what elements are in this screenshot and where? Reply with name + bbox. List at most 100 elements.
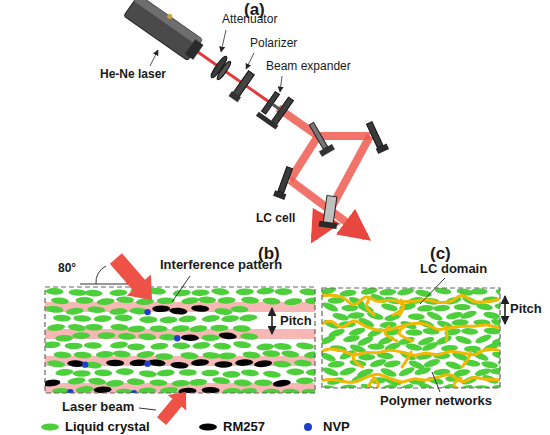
polymer-network-schematic xyxy=(318,278,520,395)
molecule xyxy=(263,370,282,379)
molecule xyxy=(94,315,112,323)
molecule xyxy=(172,342,190,349)
molecule xyxy=(383,359,401,368)
polymer-strand xyxy=(446,326,447,341)
molecule xyxy=(421,340,439,352)
molecule xyxy=(202,387,220,393)
molecule xyxy=(160,386,178,393)
molecule xyxy=(97,332,115,339)
molecule xyxy=(73,370,91,377)
molecule xyxy=(281,350,300,359)
molecule xyxy=(284,297,303,306)
molecule xyxy=(282,388,301,393)
molecule xyxy=(445,360,463,371)
molecule xyxy=(192,341,211,349)
leader-line xyxy=(139,408,156,410)
molecule xyxy=(459,309,477,320)
molecule xyxy=(87,306,105,313)
molecule xyxy=(241,369,259,377)
beam-path xyxy=(318,132,370,140)
molecule xyxy=(73,315,91,322)
molecule xyxy=(65,307,84,316)
molecule xyxy=(304,351,315,360)
molecule xyxy=(152,305,170,312)
molecule xyxy=(322,351,337,363)
molecule xyxy=(483,311,500,321)
angle-label: 80° xyxy=(58,262,76,276)
dimension-label: Pitch xyxy=(278,314,314,329)
legend-swatch xyxy=(298,422,318,432)
laser-arrow xyxy=(104,248,164,311)
molecule-layer xyxy=(45,287,315,393)
molecule xyxy=(405,342,423,352)
molecule xyxy=(45,305,64,314)
molecule xyxy=(110,323,128,331)
molecule xyxy=(53,314,71,321)
molecule xyxy=(254,379,272,386)
legend-swatch xyxy=(40,422,60,432)
part-label: Attenuator xyxy=(222,13,277,27)
molecule xyxy=(172,325,190,333)
molecule xyxy=(305,298,315,305)
molecule xyxy=(322,383,340,388)
molecule xyxy=(156,369,175,377)
molecule xyxy=(178,315,197,323)
pitch-arrow xyxy=(271,308,273,334)
molecule xyxy=(327,360,345,368)
laser-arrow xyxy=(152,384,195,429)
polymer-strand xyxy=(385,326,397,341)
molecule xyxy=(75,385,94,393)
molecule xyxy=(369,358,387,369)
molecule xyxy=(339,384,357,388)
molecule xyxy=(138,387,156,393)
molecule xyxy=(272,379,291,388)
molecule xyxy=(222,371,240,378)
molecule xyxy=(239,387,258,393)
molecule xyxy=(286,368,304,375)
molecule xyxy=(434,288,452,295)
molecule xyxy=(296,342,315,351)
molecule xyxy=(494,303,500,311)
molecule xyxy=(106,379,124,387)
cell-ground xyxy=(45,287,315,393)
molecule xyxy=(178,387,196,393)
molecule xyxy=(380,382,398,388)
molecule xyxy=(96,351,114,359)
molecule xyxy=(84,289,102,297)
molecule xyxy=(181,296,200,305)
molecule xyxy=(94,369,112,376)
part-label: He-Ne laser xyxy=(100,68,166,82)
molecule xyxy=(242,351,261,359)
molecule xyxy=(417,381,435,388)
molecule xyxy=(67,377,86,386)
molecule xyxy=(296,377,314,384)
legend-swatch xyxy=(198,422,218,432)
molecule xyxy=(214,307,233,315)
molecule xyxy=(191,359,209,367)
polarizer-mount xyxy=(229,70,256,103)
polymer-strand xyxy=(322,374,498,382)
molecule xyxy=(189,378,207,386)
molecule xyxy=(233,379,251,387)
molecule xyxy=(138,333,157,341)
polymer-strand xyxy=(399,326,413,341)
legend-text: NVP xyxy=(323,419,350,434)
molecule xyxy=(306,369,315,376)
molecule xyxy=(214,361,232,368)
molecule xyxy=(322,301,339,314)
molecule xyxy=(322,334,337,347)
molecule xyxy=(84,342,102,349)
beam-path xyxy=(290,136,318,180)
molecule xyxy=(274,288,292,295)
nvp-dot xyxy=(144,309,150,315)
molecule xyxy=(139,370,158,378)
molecule xyxy=(198,296,216,303)
molecule xyxy=(239,314,258,322)
molecule xyxy=(235,359,253,366)
callout-label: Laser beam xyxy=(62,400,134,415)
legend-text: Liquid crystal xyxy=(65,419,150,434)
molecule xyxy=(262,388,280,393)
molecule xyxy=(201,334,219,341)
molecule xyxy=(379,288,396,296)
molecule xyxy=(110,341,129,350)
